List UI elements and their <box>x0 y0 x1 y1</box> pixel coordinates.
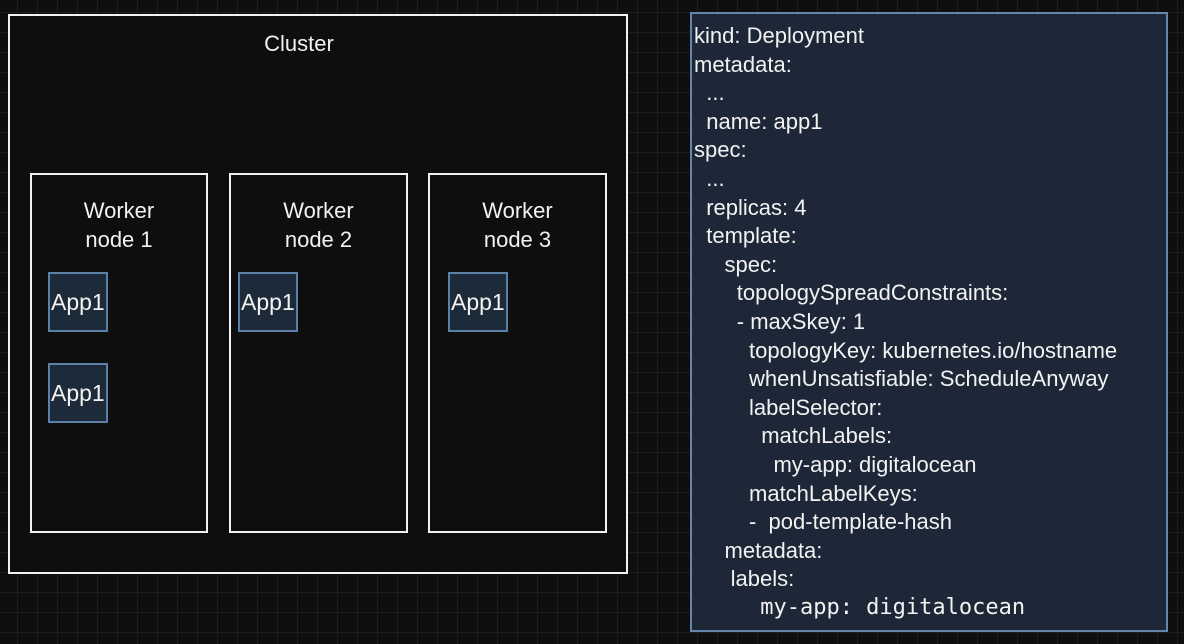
yaml-panel: kind: Deployment metadata: ... name: app1… <box>690 12 1168 632</box>
yaml-code: kind: Deployment metadata: ... name: app1… <box>694 22 1162 622</box>
yaml-line: whenUnsatisfiable: ScheduleAnyway <box>694 366 1109 392</box>
yaml-line: my-app: digitalocean <box>694 594 1026 620</box>
yaml-line: topologyKey: kubernetes.io/hostname <box>694 337 1118 363</box>
yaml-line: labels: <box>694 566 795 592</box>
yaml-line: kind: Deployment <box>694 23 864 48</box>
yaml-line: - maxSkey: 1 <box>694 308 866 334</box>
yaml-line: - pod-template-hash <box>694 509 953 535</box>
app-box: App1 <box>48 272 108 332</box>
yaml-line: template: <box>694 223 797 249</box>
yaml-line: topologySpreadConstraints: <box>694 280 1009 306</box>
yaml-line: metadata: <box>694 51 792 77</box>
yaml-line: ... <box>694 80 725 106</box>
yaml-line: matchLabels: <box>694 423 893 449</box>
app-box: App1 <box>448 272 508 332</box>
yaml-line: labelSelector: <box>694 394 883 420</box>
cluster-title: Cluster <box>264 31 334 56</box>
yaml-line: ... <box>694 165 725 191</box>
app-box: App1 <box>238 272 298 332</box>
yaml-line: spec: <box>694 137 747 163</box>
yaml-line: my-app: digitalocean <box>694 451 977 477</box>
yaml-line: spec: <box>694 251 778 277</box>
yaml-line: name: app1 <box>694 108 823 134</box>
yaml-line: replicas: 4 <box>694 194 807 220</box>
app-box: App1 <box>48 363 108 423</box>
yaml-line: matchLabelKeys: <box>694 480 918 506</box>
yaml-line: metadata: <box>694 537 823 563</box>
